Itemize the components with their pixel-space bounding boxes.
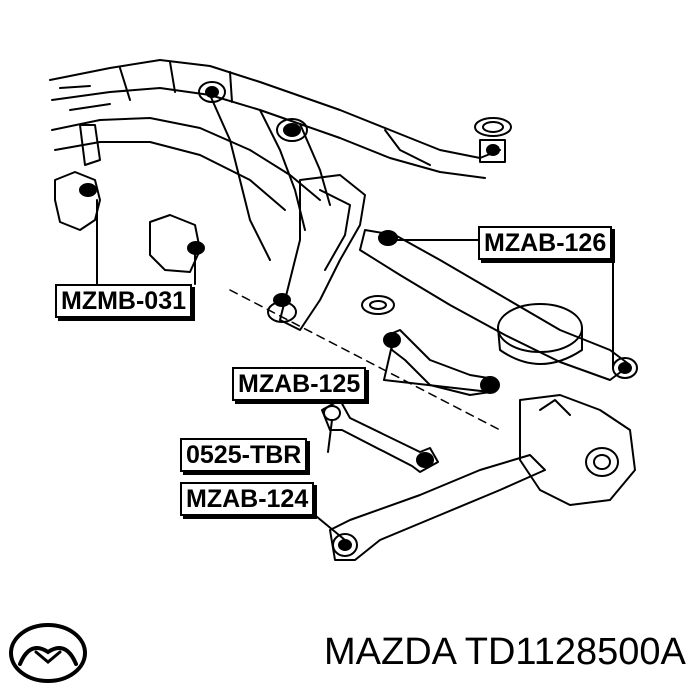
- leader-lines: [96, 199, 614, 541]
- part-number: TD1128500A: [464, 631, 686, 673]
- arm-mzab-124: [329, 454, 546, 561]
- callout-mzab-125: MZAB-125: [232, 367, 367, 401]
- mazda-logo: [9, 623, 87, 683]
- callout-mzab-124: MZAB-124: [180, 482, 315, 516]
- callout-mzmb-031: MZMB-031: [55, 284, 193, 318]
- brand-name: MAZDA: [324, 631, 455, 673]
- bushing-mzmb-031: [54, 124, 205, 273]
- top-mount-left: [198, 81, 308, 142]
- knuckle-hub: [519, 394, 636, 506]
- link-0525-tbr: [321, 399, 439, 473]
- lower-mount: [267, 293, 395, 323]
- dashed-axis: [229, 289, 501, 431]
- top-mount-right: [474, 117, 512, 163]
- callout-0525-tbr: 0525-TBR: [180, 438, 308, 472]
- callout-mzab-126: MZAB-126: [478, 226, 613, 260]
- arm-mzab-125: [383, 329, 500, 396]
- footer-part-label: MAZDA TD1128500A: [324, 630, 686, 674]
- subframe-outline: [49, 59, 501, 331]
